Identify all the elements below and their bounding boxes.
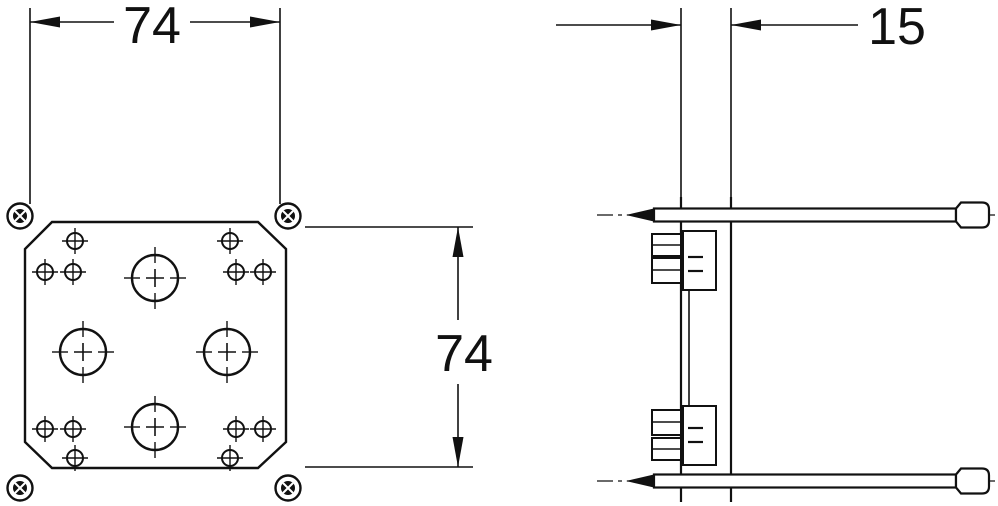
dimension-arrow-left-pointing	[731, 19, 761, 31]
dimension-label-profile-offset: 15	[868, 0, 926, 56]
fastener-stack-bottom	[651, 405, 717, 466]
corner-screw-top-right	[274, 202, 302, 230]
dimension-arrow-down	[452, 437, 464, 467]
dimension-label-side-height: 74	[435, 325, 493, 383]
dimension-arrow-right-pointing	[651, 19, 681, 31]
corner-screw-bottom-right	[274, 474, 302, 502]
dimension-height-right: 74	[305, 226, 493, 468]
corner-screw-top-left	[6, 202, 34, 230]
plate-outline	[23, 220, 288, 470]
bushing-top	[682, 230, 717, 291]
side-view	[595, 197, 997, 502]
dimension-arrow-right	[250, 16, 280, 28]
dimension-label-top-width: 74	[123, 0, 181, 55]
dimension-arrow-up	[452, 227, 464, 257]
dimension-offset-side: 15	[556, 0, 926, 197]
screw-bottom-side	[595, 467, 997, 495]
corner-screw-bottom-left	[6, 474, 34, 502]
fastener-stack-top	[651, 230, 717, 291]
dimension-width-top: 74	[29, 0, 281, 204]
dimension-arrow-left	[30, 16, 60, 28]
bushing-bottom	[682, 405, 717, 466]
screw-top-side	[595, 201, 997, 229]
front-view	[6, 202, 302, 502]
